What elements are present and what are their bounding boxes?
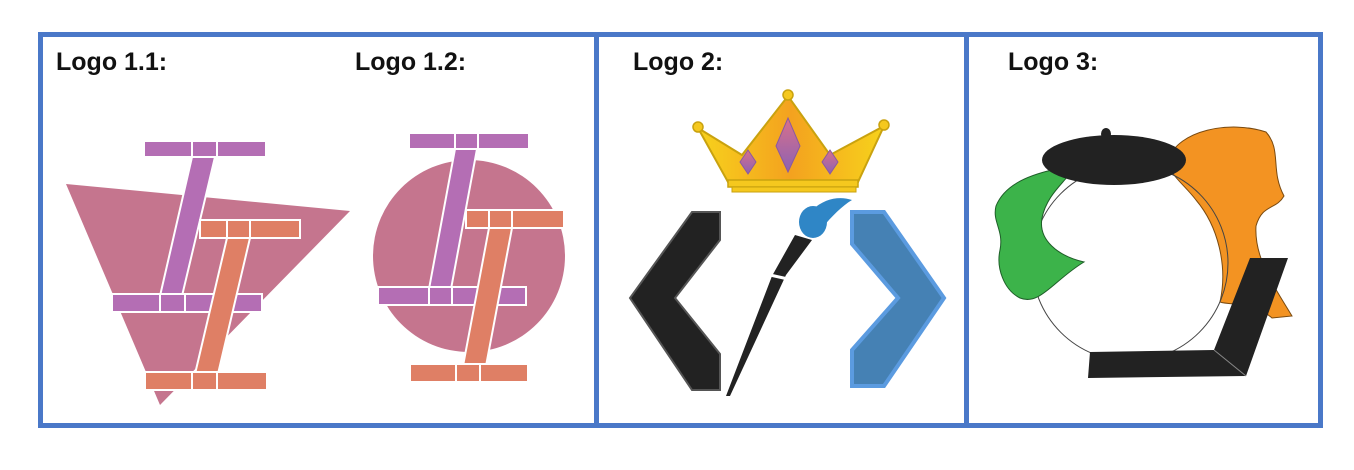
triangle-ii-logo: [66, 140, 350, 405]
circle-ii-logo: [373, 132, 565, 383]
green-shape: [994, 169, 1086, 300]
logo-1-1-label: Logo 1.1:: [56, 48, 168, 76]
laptop-shape: [1088, 258, 1288, 378]
crown-icon: [692, 89, 890, 193]
right-chevron-icon: [850, 210, 947, 388]
logo-2-label: Logo 2:: [633, 48, 724, 76]
paintbrush-icon: [726, 198, 852, 396]
beret-icon: [1042, 128, 1186, 185]
left-chevron-icon: [628, 211, 721, 391]
logo-1-2-label: Logo 1.2:: [355, 48, 467, 76]
logo-3-label: Logo 3:: [1008, 48, 1099, 76]
palette-laptop-logo: [994, 126, 1293, 378]
